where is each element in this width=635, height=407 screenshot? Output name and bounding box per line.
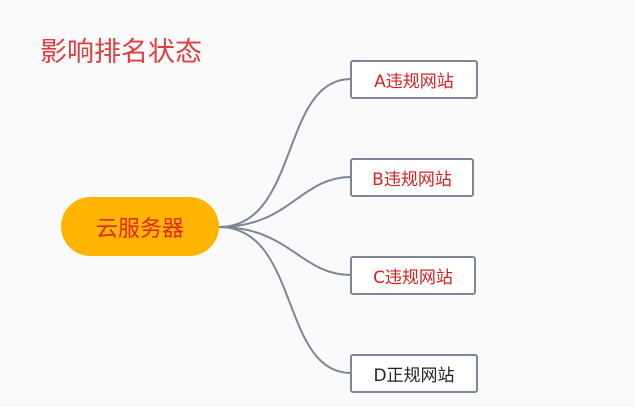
connector-b — [218, 176, 352, 228]
connector-d — [218, 226, 352, 374]
child-node-b[interactable]: B违规网站 — [350, 158, 474, 197]
child-node-a-label: A违规网站 — [374, 72, 454, 92]
child-node-a[interactable]: A违规网站 — [350, 60, 478, 99]
page-title: 影响排名状态 — [40, 37, 202, 68]
child-node-d-label: D正规网站 — [373, 366, 455, 386]
child-node-c[interactable]: C违规网站 — [350, 256, 476, 295]
root-node-cloud-server[interactable]: 云服务器 — [61, 197, 219, 256]
connector-a — [218, 78, 352, 228]
child-node-d[interactable]: D正规网站 — [350, 354, 478, 393]
connector-c — [218, 226, 352, 276]
child-node-b-label: B违规网站 — [372, 170, 452, 190]
child-node-c-label: C违规网站 — [373, 268, 453, 288]
root-node-label: 云服务器 — [95, 216, 184, 242]
